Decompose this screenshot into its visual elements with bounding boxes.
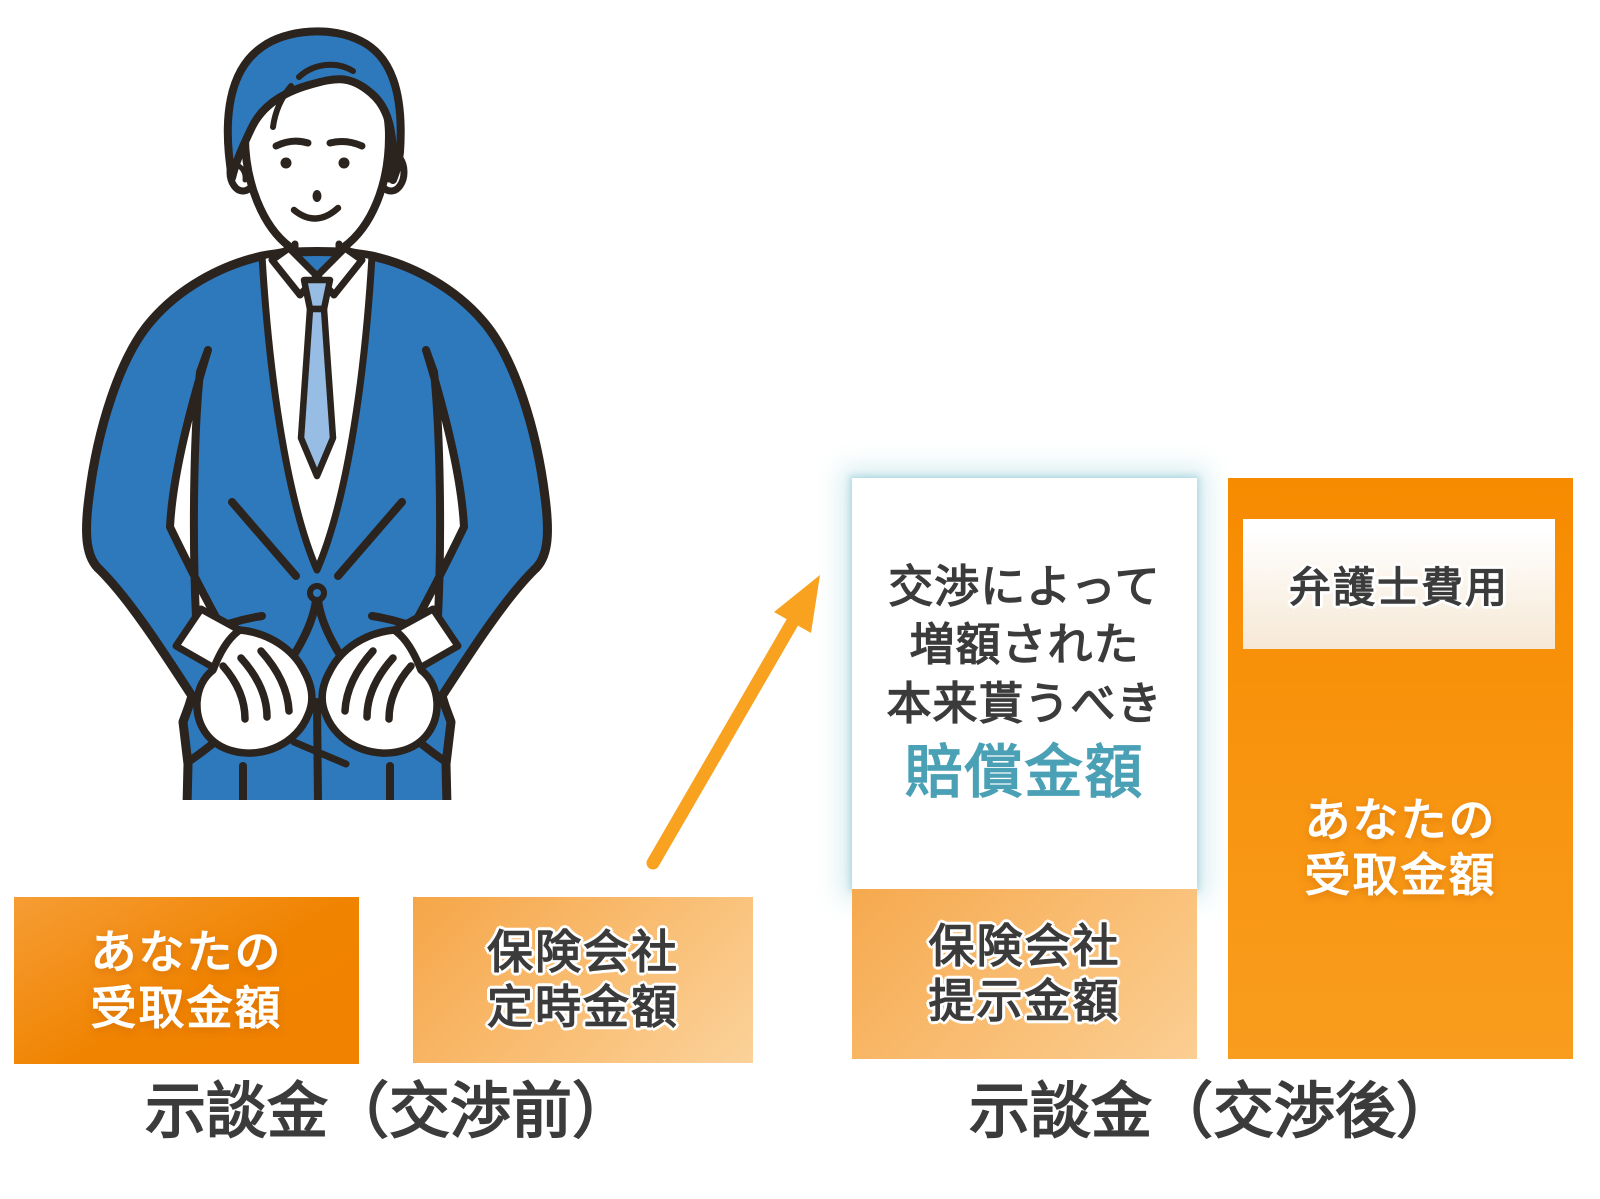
box-lawyer-fee: 弁護士費用 <box>1243 519 1555 649</box>
man-eyebrows <box>272 137 366 150</box>
box-insurer-offer-amount: 保険会社 提示金額 <box>852 889 1197 1059</box>
man-right-hand <box>318 626 441 757</box>
compensation-amount-emphasis: 賠償金額 <box>904 740 1145 805</box>
businessman-hands-on-hips-icon <box>82 27 552 800</box>
man-left-hand <box>193 626 316 757</box>
lawyer-fee-label: 弁護士費用 <box>1288 563 1509 611</box>
man-suit-button <box>307 583 327 603</box>
box-insurer-set-amount: 保険会社 定時金額 <box>413 897 753 1063</box>
caption-after-negotiation: 示談金（交渉後） <box>968 1077 1457 1145</box>
insurer-offer-amount-label: 保険会社 提示金額 <box>928 919 1121 1027</box>
box-negotiated-compensation: 交渉によって 増額された 本来貰うべき 賠償金額 <box>852 478 1197 889</box>
your-amount-before-label: あなたの 受取金額 <box>90 926 283 1034</box>
increase-arrow-icon <box>646 575 820 870</box>
box-your-amount-before: あなたの 受取金額 <box>14 897 359 1064</box>
man-hair <box>223 27 405 184</box>
man-tie <box>297 276 337 480</box>
your-amount-after-label: あなたの 受取金額 <box>1304 794 1497 902</box>
man-arm-gaps <box>166 346 468 632</box>
man-nose <box>312 190 322 202</box>
negotiated-compensation-label: 交渉によって 増額された 本来貰うべき 賠償金額 <box>886 558 1162 810</box>
man-eyes <box>280 157 350 169</box>
caption-before-negotiation: 示談金（交渉前） <box>144 1077 633 1145</box>
man-hair-strands <box>270 61 356 130</box>
insurer-set-amount-label: 保険会社 定時金額 <box>487 925 679 1033</box>
man-ear-lines <box>236 163 398 183</box>
man-mouth <box>290 204 342 222</box>
